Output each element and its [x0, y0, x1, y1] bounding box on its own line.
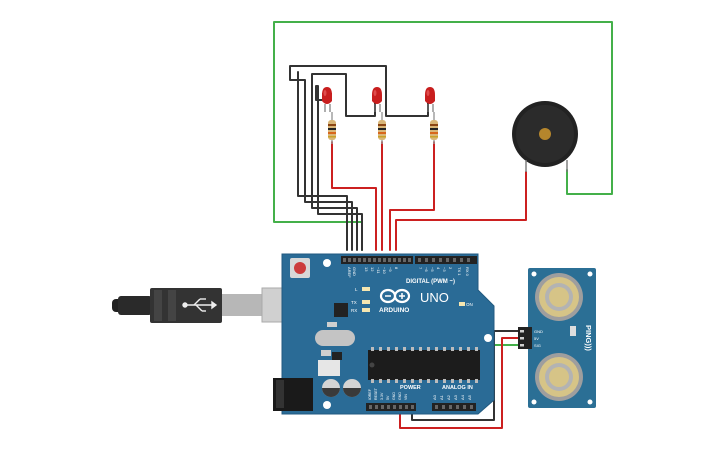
pin-label: ~3 — [442, 267, 447, 272]
wire-red-resistor-1[interactable] — [331, 141, 377, 251]
mounting-hole — [484, 334, 492, 342]
pin-label: 7 — [418, 267, 423, 270]
pin-label: 5V — [534, 336, 539, 341]
pin-label: GND — [398, 392, 402, 400]
wire-red-resistor-3[interactable] — [389, 141, 435, 251]
digital-label: DIGITAL (PWM ~) — [406, 279, 455, 285]
resistor-2[interactable] — [378, 112, 386, 144]
power-jack[interactable] — [273, 378, 313, 411]
pin-label: GND — [534, 329, 543, 334]
led-l-label: L — [355, 287, 358, 292]
pin-label: 12 — [370, 267, 375, 272]
pin-label: 8 — [394, 267, 399, 270]
power-pin-labels: IOREF RESET 3.3V 5V GND GND VIN — [368, 387, 408, 400]
resistor-3[interactable] — [430, 112, 438, 144]
resistor-1[interactable] — [328, 112, 336, 144]
pin-label: RESET — [374, 387, 378, 400]
pin-label: A2 — [446, 394, 451, 400]
transducer-bottom — [535, 353, 583, 401]
pin-label: 2 — [448, 267, 453, 270]
wire-black-sensor-gnd[interactable] — [411, 330, 521, 421]
wire-black-led-1[interactable] — [315, 85, 363, 251]
brand-label: ARDUINO — [379, 307, 409, 314]
mounting-hole — [323, 259, 331, 267]
regulator — [332, 352, 342, 360]
model-label: UNO — [420, 290, 449, 305]
sensor-name: PING))) — [584, 325, 593, 351]
pin-label: SIG — [534, 343, 541, 348]
pin-label: A3 — [453, 394, 458, 400]
led-tx-label: TX — [351, 300, 357, 305]
pin-label: ~11 — [376, 267, 381, 274]
pin-label: ~10 — [382, 267, 387, 275]
pin-label: A0 — [432, 394, 437, 400]
status-leds: L TX RX ON — [351, 287, 473, 313]
ping-ultrasonic-sensor[interactable]: GND 5V SIG PING))) — [518, 268, 596, 408]
pin-label: GND — [392, 392, 396, 400]
digital-header[interactable] — [341, 256, 477, 264]
pin-label: TX 1 — [457, 267, 462, 276]
pin-label: A5 — [467, 394, 472, 400]
transducer-top — [535, 273, 583, 321]
top-pin-labels: AREF GND 13 12 ~11 ~10 ~9 8 7 ~6 ~5 4 ~3… — [347, 267, 470, 278]
pin-label: A4 — [460, 394, 465, 400]
analog-label: ANALOG IN — [442, 385, 473, 391]
wire-black-gnd[interactable] — [297, 71, 348, 251]
reset-button[interactable] — [290, 258, 310, 278]
wire-black-led-3[interactable] — [289, 65, 429, 251]
voltage-regulator — [318, 360, 340, 376]
led-1[interactable] — [322, 87, 332, 112]
pin-label: ~6 — [424, 267, 429, 272]
component — [321, 350, 331, 356]
arduino-logo — [379, 288, 411, 304]
pin-label: GND — [352, 267, 357, 276]
usb-cable — [112, 287, 299, 323]
led-rx-label: RX — [351, 308, 357, 313]
usb-chip — [334, 303, 348, 317]
power-label: POWER — [400, 385, 421, 391]
pin-label: IOREF — [368, 388, 372, 400]
wire-red-sensor-5v[interactable] — [399, 337, 521, 429]
sensor-pin-labels: GND 5V SIG — [534, 329, 543, 348]
pin-label: 4 — [436, 267, 441, 270]
arduino-uno-board[interactable]: AREF GND 13 12 ~11 ~10 ~9 8 7 ~6 ~5 4 ~3… — [273, 253, 495, 415]
pin-label: 13 — [364, 267, 369, 272]
component — [327, 322, 337, 327]
mounting-hole — [323, 401, 331, 409]
wires — [273, 21, 613, 429]
pin-label: ~5 — [430, 267, 435, 272]
capacitors — [322, 379, 361, 397]
analog-pin-labels: A0 A1 A2 A3 A4 A5 — [432, 394, 472, 400]
usb-icon — [182, 298, 218, 312]
pin-label: RX 0 — [465, 267, 470, 277]
crystal-oscillator — [315, 330, 355, 346]
pin-label: 3.3V — [380, 392, 384, 400]
pin-label: AREF — [347, 267, 352, 278]
pin-label: 5V — [386, 395, 390, 400]
pin-label: ~9 — [388, 267, 393, 272]
pin-label: A1 — [439, 394, 444, 400]
wire-black-led-2[interactable] — [311, 73, 376, 251]
led-2[interactable] — [372, 87, 382, 112]
buzzer[interactable] — [512, 101, 578, 172]
led-3[interactable] — [425, 87, 435, 112]
wire-red-buzzer[interactable] — [395, 171, 527, 251]
pin-label: VIN — [404, 394, 408, 400]
power-header[interactable] — [366, 403, 416, 411]
on-label: ON — [466, 302, 473, 307]
analog-header[interactable] — [432, 403, 476, 411]
atmega-chip — [368, 347, 480, 383]
